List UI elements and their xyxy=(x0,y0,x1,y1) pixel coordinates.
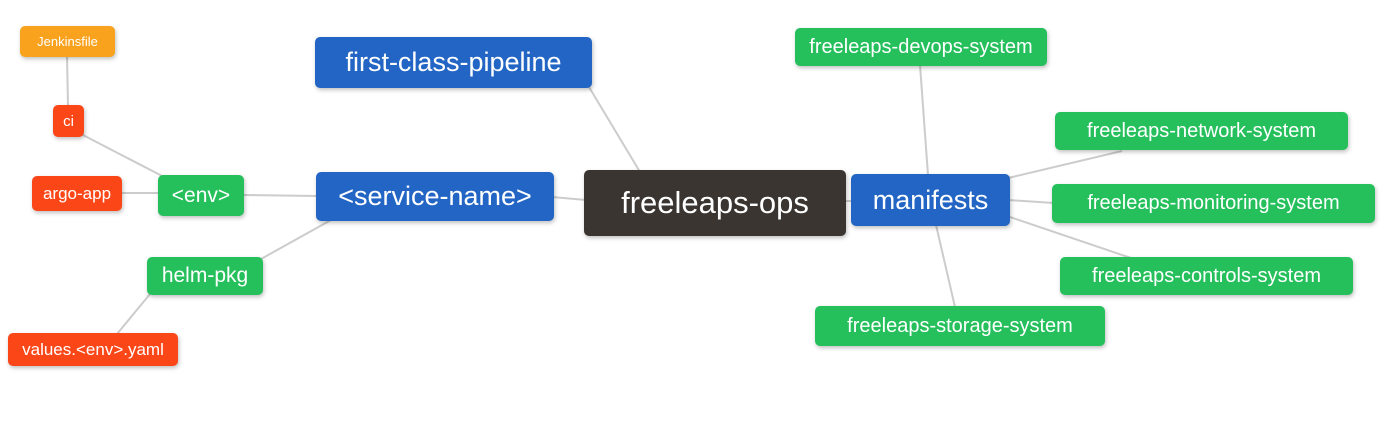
node-devops-system[interactable]: freeleaps-devops-system xyxy=(795,28,1047,66)
node-helm-pkg[interactable]: helm-pkg xyxy=(147,257,263,295)
node-values-env-yaml[interactable]: values.<env>.yaml xyxy=(8,333,178,366)
edge-manifests-network xyxy=(1007,150,1123,179)
node-ci[interactable]: ci xyxy=(53,105,84,137)
node-network-system[interactable]: freeleaps-network-system xyxy=(1055,112,1348,150)
edge-manifests-controls xyxy=(1009,216,1132,259)
edge-fcp-freeleaps-ops xyxy=(588,86,641,173)
edge-jenkinsfile-ci xyxy=(66,55,69,107)
edge-env-service-name xyxy=(241,194,319,197)
node-service-name[interactable]: <service-name> xyxy=(316,172,554,221)
edge-ci-env xyxy=(80,133,167,179)
node-jenkinsfile[interactable]: Jenkinsfile xyxy=(20,26,115,57)
edge-helm-pkg-service-name xyxy=(260,219,332,260)
node-manifests[interactable]: manifests xyxy=(851,174,1010,226)
node-argo-app[interactable]: argo-app xyxy=(32,176,122,211)
node-storage-system[interactable]: freeleaps-storage-system xyxy=(815,306,1105,346)
node-controls-system[interactable]: freeleaps-controls-system xyxy=(1060,257,1353,295)
edge-manifests-devops xyxy=(919,64,929,176)
edge-values-helm-pkg xyxy=(116,293,151,335)
node-freeleaps-ops-root[interactable]: freeleaps-ops xyxy=(584,170,846,236)
node-monitoring-system[interactable]: freeleaps-monitoring-system xyxy=(1052,184,1375,223)
node-env[interactable]: <env> xyxy=(158,175,244,216)
edge-manifests-storage xyxy=(935,224,956,308)
edge-manifests-monitoring xyxy=(1007,199,1055,204)
edge-service-freeleaps-ops xyxy=(551,196,587,201)
node-first-class-pipeline[interactable]: first-class-pipeline xyxy=(315,37,592,88)
